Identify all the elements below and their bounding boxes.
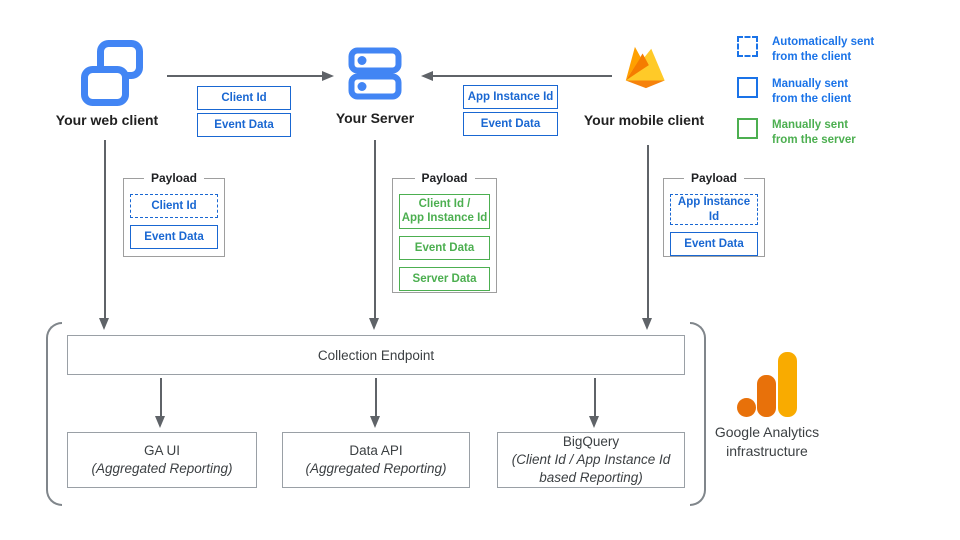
- server-label: Your Server: [335, 110, 415, 126]
- arrow-mobile-down-line: [647, 145, 649, 318]
- payload-item-client-or-app-id: Client Id / App Instance Id: [399, 194, 490, 229]
- arrow-web-down-line: [104, 140, 106, 318]
- legend-swatch-manual-client: [737, 77, 758, 98]
- legend-swatch-auto-client: [737, 36, 758, 57]
- arrow-mobile-to-server-line: [433, 75, 612, 77]
- arrow-mobile-to-server-head: [421, 71, 433, 81]
- ga-dot: [737, 398, 756, 417]
- legend-label-manual-client: Manually sent from the client: [772, 78, 852, 105]
- arrow-web-to-server-line: [167, 75, 323, 77]
- output-subtitle: (Aggregated Reporting): [91, 461, 233, 476]
- payload-item-server-data: Server Data: [399, 266, 490, 291]
- browser-windows-icon: [81, 40, 143, 106]
- arrow-endpoint-gaui-head: [155, 416, 165, 428]
- flow-box-event-data: Event Data: [463, 112, 558, 136]
- payload-title: Payload: [414, 171, 475, 185]
- payload-item-event-data: Event Data: [670, 232, 758, 256]
- output-box-data-api: Data API (Aggregated Reporting): [282, 432, 470, 488]
- server-stack-icon: [348, 47, 402, 100]
- arrow-endpoint-bigquery-line: [594, 378, 596, 416]
- google-analytics-icon: [735, 350, 800, 420]
- output-title: GA UI: [143, 443, 180, 459]
- arrow-endpoint-dataapi-line: [375, 378, 377, 416]
- legend-label-auto-client: Automatically sent from the client: [772, 36, 875, 63]
- flow-box-app-instance-id: App Instance Id: [463, 85, 558, 109]
- arrow-web-to-server-head: [322, 71, 334, 81]
- payload-group-web: Payload Client Id Event Data: [123, 171, 225, 257]
- ga-bar-tall: [778, 352, 797, 417]
- output-box-bigquery: BigQuery (Client Id / App Instance Id ba…: [497, 432, 685, 488]
- payload-group-mobile: Payload App Instance Id Event Data: [663, 171, 765, 257]
- flow-box-client-id: Client Id: [197, 86, 291, 110]
- payload-item-app-instance-id: App Instance Id: [670, 194, 758, 225]
- payload-item-event-data: Event Data: [399, 235, 490, 260]
- ga-bar-mid: [757, 375, 776, 417]
- output-title: BigQuery: [562, 434, 620, 450]
- output-subtitle: (Aggregated Reporting): [305, 461, 447, 476]
- output-subtitle: (Client Id / App Instance Id based Repor…: [511, 452, 671, 485]
- payload-item-client-id: Client Id: [130, 194, 218, 218]
- arrow-server-down-head: [369, 318, 379, 330]
- web-client-label: Your web client: [55, 112, 159, 128]
- arrow-endpoint-gaui-line: [160, 378, 162, 416]
- arrow-endpoint-dataapi-head: [370, 416, 380, 428]
- mobile-client-label: Your mobile client: [583, 112, 705, 128]
- legend-label-manual-server: Manually sent from the server: [772, 119, 856, 146]
- payload-title: Payload: [143, 171, 205, 185]
- firebase-icon: [625, 46, 665, 89]
- google-analytics-infrastructure-label: Google Analytics infrastructure: [714, 424, 820, 459]
- legend-swatch-manual-server: [737, 118, 758, 139]
- payload-title: Payload: [683, 171, 745, 185]
- right-bracket: [690, 322, 706, 506]
- arrow-server-down-line: [374, 140, 376, 318]
- payload-item-event-data: Event Data: [130, 225, 218, 249]
- arrow-endpoint-bigquery-head: [589, 416, 599, 428]
- output-box-ga-ui: GA UI (Aggregated Reporting): [67, 432, 257, 488]
- payload-group-server: Payload Client Id / App Instance Id Even…: [392, 171, 497, 293]
- output-title: Data API: [349, 443, 403, 459]
- flow-box-event-data: Event Data: [197, 113, 291, 137]
- collection-endpoint-box: Collection Endpoint: [67, 335, 685, 375]
- left-bracket: [46, 322, 62, 506]
- arrow-mobile-down-head: [642, 318, 652, 330]
- arrow-web-down-head: [99, 318, 109, 330]
